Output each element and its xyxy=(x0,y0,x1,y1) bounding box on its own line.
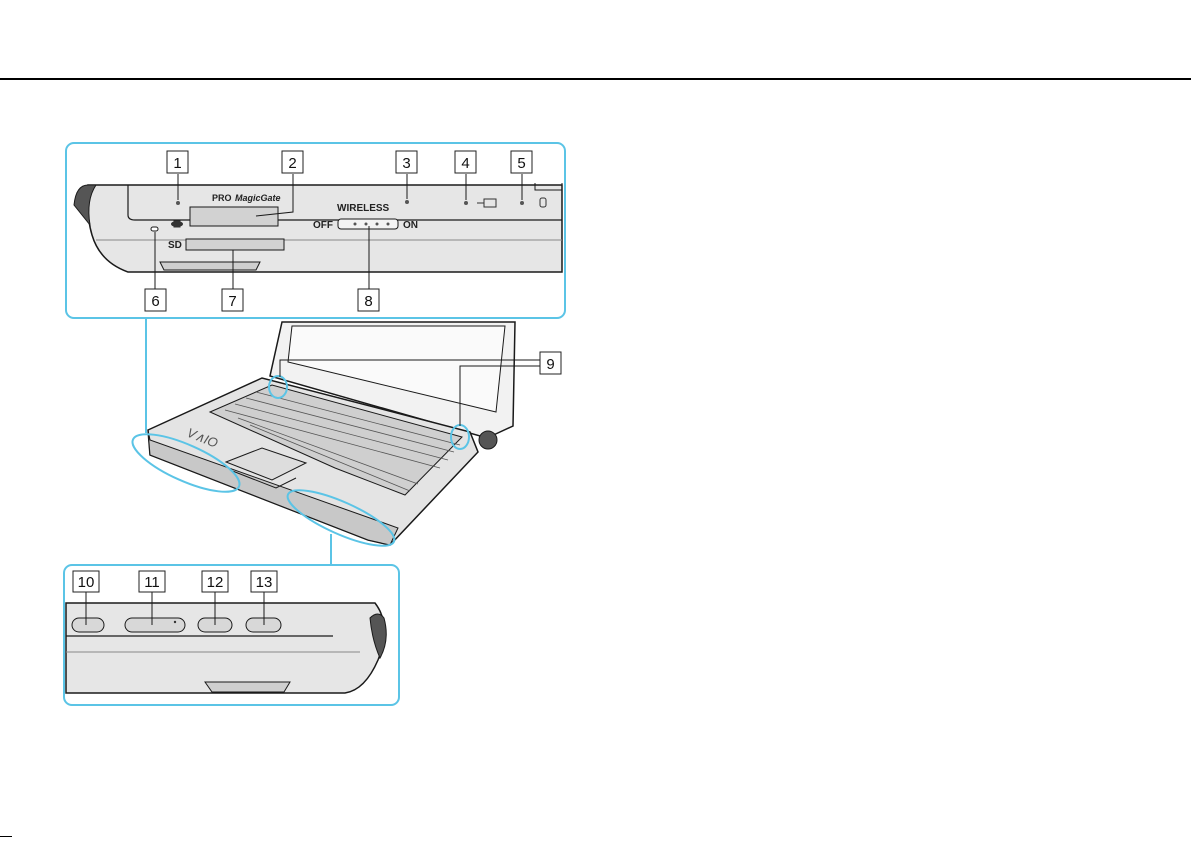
callout-13: 13 xyxy=(251,571,277,592)
wireless-label: WIRELESS xyxy=(337,203,390,214)
callout-7-number: 7 xyxy=(228,293,236,310)
right-hinge xyxy=(479,431,497,449)
callout-4-number: 4 xyxy=(461,155,469,172)
callout-9-number: 9 xyxy=(546,356,554,373)
wireless-off-label: OFF xyxy=(313,220,333,231)
callout-2: 2 xyxy=(282,151,303,173)
callout-12: 12 xyxy=(202,571,228,592)
callout-3-number: 3 xyxy=(402,155,410,172)
callout-8: 8 xyxy=(358,289,379,311)
callout-2-number: 2 xyxy=(288,155,296,172)
bottom-lip xyxy=(205,682,290,692)
front-button-10 xyxy=(72,618,104,632)
callout-6-number: 6 xyxy=(151,293,159,310)
memory-stick-slot xyxy=(190,207,278,226)
sd-card-slot xyxy=(186,239,284,250)
media-access-indicator xyxy=(151,227,158,231)
wireless-on-label: ON xyxy=(403,220,418,231)
callout-7: 7 xyxy=(222,289,243,311)
sd-label: SD xyxy=(168,240,182,251)
front-button-11 xyxy=(125,618,185,632)
callout-5: 5 xyxy=(511,151,532,173)
callout-12-number: 12 xyxy=(207,574,224,591)
callout-1-number: 1 xyxy=(173,155,181,172)
callout-6: 6 xyxy=(145,289,166,311)
callout-8-number: 8 xyxy=(364,293,372,310)
magicgate-label: MagicGate xyxy=(235,193,281,203)
callout-11-number: 11 xyxy=(144,574,160,591)
callout-3: 3 xyxy=(396,151,417,173)
bottom-front-edge-body xyxy=(66,603,384,693)
callout-11: 11 xyxy=(139,571,165,592)
front-button-indicator xyxy=(174,621,176,623)
callout-13-number: 13 xyxy=(256,574,273,591)
top-bottom-lip xyxy=(160,262,260,270)
callout-10-number: 10 xyxy=(78,574,95,591)
memory-stick-icon xyxy=(171,221,183,227)
callout-4: 4 xyxy=(455,151,476,173)
callout-10: 10 xyxy=(73,571,99,592)
callout-5-number: 5 xyxy=(517,155,525,172)
callout-1: 1 xyxy=(167,151,188,173)
pro-label: PRO xyxy=(212,193,232,203)
callout-9: 9 xyxy=(540,352,561,374)
